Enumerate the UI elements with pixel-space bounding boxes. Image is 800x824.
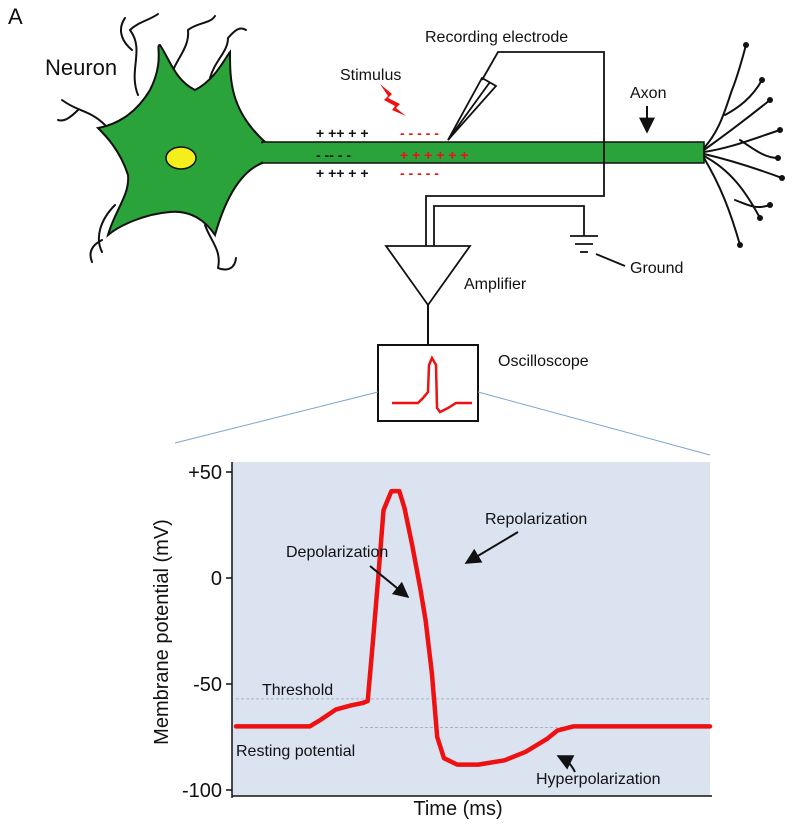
zoom-line-left	[174, 391, 379, 444]
threshold-annotation: Threshold	[262, 682, 333, 699]
neuron-soma	[95, 43, 266, 238]
action-potential-chart: +50 0 -50 -100 Time (ms) Membrane potential…	[151, 462, 713, 820]
y-tick-label: 0	[211, 568, 222, 590]
neuron-label: Neuron	[45, 55, 117, 80]
charges-top-resting: + ++ + +	[316, 125, 369, 141]
plot-background	[232, 462, 710, 796]
charges-bottom-resting: + ++ + +	[316, 165, 369, 181]
charges-bottom-active: - - - - -	[400, 165, 439, 181]
charges-top-active: - - - - -	[400, 125, 439, 141]
depolarization-annotation: Depolarization	[286, 544, 388, 561]
recording-electrode-label: Recording electrode	[425, 29, 568, 46]
ground-label: Ground	[630, 260, 683, 277]
panel-label: A	[8, 4, 23, 29]
recording-electrode	[425, 51, 605, 246]
oscilloscope-trace	[392, 355, 472, 414]
hyperpolarization-arrow	[556, 755, 576, 773]
stimulus-label: Stimulus	[340, 67, 401, 84]
charges-mid-active: + + + + + +	[400, 147, 469, 163]
terminal-knobs	[737, 42, 785, 248]
zoom-line-right	[477, 391, 711, 456]
stimulus-lightning-icon	[380, 84, 406, 116]
resting-potential-annotation: Resting potential	[236, 743, 355, 760]
neuron-dendrites	[57, 13, 247, 271]
oscilloscope-label: Oscilloscope	[498, 353, 589, 370]
hyperpolarization-annotation: Hyperpolarization	[536, 771, 661, 788]
charges-mid-resting: - -- - -	[316, 147, 351, 163]
axon-label: Axon	[630, 85, 666, 102]
axon-hillock	[258, 143, 266, 162]
ground-icon	[570, 235, 626, 267]
repolarization-arrow	[464, 531, 519, 564]
y-tick-label: -50	[193, 674, 222, 696]
amplifier-icon	[384, 245, 472, 307]
action-potential-series	[233, 488, 713, 767]
repolarization-annotation: Repolarization	[485, 511, 587, 528]
y-tick-label: -100	[182, 780, 222, 802]
nucleus	[165, 146, 197, 170]
y-tick-label: +50	[188, 462, 222, 484]
y-axis-label: Membrane potential (mV)	[151, 519, 173, 745]
depolarization-arrow	[369, 565, 410, 599]
x-axis-label: Time (ms)	[413, 798, 502, 820]
amplifier-label: Amplifier	[464, 276, 527, 293]
axon-terminals	[703, 44, 783, 246]
